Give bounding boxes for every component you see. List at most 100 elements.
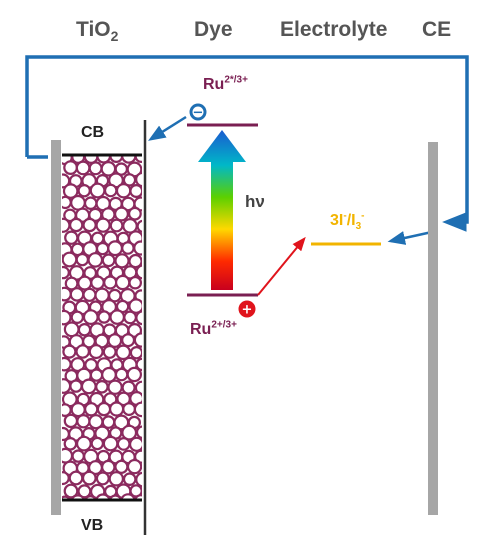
tio2-nanoparticle <box>123 310 138 325</box>
tio2-nanoparticle <box>129 346 142 360</box>
tio2-nanoparticle <box>135 310 142 326</box>
tio2-nanoparticle <box>77 183 91 198</box>
tio2-nanoparticle <box>80 378 97 395</box>
tio2-nanoparticle <box>95 241 110 256</box>
tio2-nanoparticle <box>134 380 142 396</box>
counter-electrode-bar <box>428 142 438 515</box>
tio2-nanoparticle <box>102 344 117 359</box>
tio2-nanoparticle <box>103 275 118 290</box>
tio2-nanoparticle <box>82 309 99 326</box>
tio2-nanoparticle <box>135 425 142 439</box>
tio2-nanoparticle <box>75 160 91 176</box>
tio2-nanoparticle <box>62 195 72 210</box>
tio2-nanoparticle <box>115 182 132 199</box>
tio2-nanoparticle <box>107 379 123 395</box>
electrolyte-header: Electrolyte <box>280 18 388 41</box>
tio2-nanoparticle <box>133 332 142 348</box>
tio2-nanoparticle <box>133 401 142 418</box>
tio2-nanoparticle <box>68 217 84 233</box>
redox-part1: 3I <box>330 212 344 229</box>
tio2-nanoparticle <box>128 253 142 269</box>
tio2-nanoparticle <box>83 155 99 164</box>
tio2-nanoparticle <box>122 402 137 417</box>
tio2-nanoparticle <box>87 252 104 268</box>
tio2-nanoparticle <box>63 483 79 499</box>
tio2-nanoparticle <box>102 435 119 452</box>
tio2-nanoparticle <box>62 183 79 199</box>
tio2-nanoparticle <box>69 379 83 393</box>
tio2-nanoparticle <box>128 275 142 290</box>
tio2-nanoparticle <box>83 402 99 417</box>
tio2-nanoparticle <box>135 357 142 372</box>
redox-couple-label: 3I-/I3- <box>330 210 365 233</box>
excitation-arrow <box>198 130 246 290</box>
excitation-label: hν <box>245 192 265 211</box>
dye-ground-base: Ru <box>190 321 212 338</box>
tio2-nanoparticle <box>109 218 124 233</box>
tio2-nanoparticle <box>82 287 97 302</box>
tio2-nanoparticle <box>76 414 91 429</box>
tio2-nanoparticle <box>135 264 142 280</box>
tio2-nanoparticle <box>122 472 137 486</box>
tio2-nanoparticle <box>62 344 77 359</box>
tio2-nanoparticle <box>62 265 70 280</box>
tio2-header-sub: 2 <box>110 28 119 45</box>
tio2-electrode-bar <box>51 140 61 515</box>
tio2-nanoparticle <box>101 459 116 475</box>
tio2-nanoparticle <box>128 298 142 314</box>
tio2-nanoparticle <box>101 253 116 268</box>
dye-header: Dye <box>194 18 233 41</box>
tio2-nanoparticle <box>75 435 92 452</box>
tio2-nanoparticle <box>88 161 103 176</box>
tio2-header: TiO2 <box>76 18 119 45</box>
electron-badge-inner <box>192 106 204 118</box>
tio2-nanoparticle <box>70 494 86 500</box>
tio2-nanoparticle <box>64 230 79 245</box>
dye-excited-sup: 2*/3+ <box>224 74 248 86</box>
tio2-nanoparticle <box>109 309 125 325</box>
tio2-nanoparticle <box>75 344 90 359</box>
tio2-nanoparticle <box>115 344 131 361</box>
redox-part2-sub: 3 <box>355 221 362 233</box>
tio2-nanoparticle <box>89 368 104 382</box>
tio2-nanoparticle <box>95 217 111 233</box>
tio2-nanoparticle <box>126 458 142 475</box>
tio2-nanoparticle <box>90 275 105 290</box>
tio2-nanoparticle <box>63 413 79 429</box>
tio2-nanoparticle <box>63 436 78 451</box>
electron-injection-arrow <box>148 115 187 141</box>
tio2-nanoparticle <box>69 287 85 302</box>
tio2-nanoparticle <box>135 471 142 488</box>
hole-symbol: + <box>242 303 253 318</box>
redox-part2-sup: - <box>361 210 365 222</box>
tio2-nanoparticle <box>71 449 85 463</box>
cb-label: CB <box>81 124 105 141</box>
redox-slash: /I <box>346 212 356 229</box>
tio2-nanoparticle <box>63 160 78 176</box>
tio2-nanoparticle <box>114 367 129 382</box>
dye-excited-level-label: Ru2*/3+ <box>203 74 248 94</box>
tio2-nanoparticle <box>62 251 78 268</box>
hole-badge <box>238 300 256 318</box>
tio2-nanoparticle <box>116 437 131 451</box>
vb-label: VB <box>81 517 104 534</box>
tio2-nanoparticle <box>63 321 80 338</box>
tio2-nanoparticle <box>83 495 97 500</box>
tio2-nanoparticle <box>135 171 142 188</box>
counter-electrode-to-redox-arrow <box>387 230 433 245</box>
tio2-nanoparticle <box>90 436 105 451</box>
tio2-nanoparticle <box>83 196 98 210</box>
tio2-nanoparticle <box>108 471 125 487</box>
tio2-nanoparticle <box>114 459 129 474</box>
dye-ground-level-label: Ru2+/3+ <box>190 319 237 339</box>
tio2-nanoparticle <box>126 366 142 383</box>
dye-ground-sup: 2+/3+ <box>211 319 237 331</box>
tio2-nanoparticle <box>70 310 85 324</box>
tio2-nanoparticle <box>81 470 97 486</box>
tio2-nanoparticle <box>127 206 142 221</box>
redox-part1-sup: - <box>343 210 347 222</box>
electron-symbol: − <box>193 106 204 121</box>
tio2-nanoparticle <box>88 344 104 360</box>
tio2-nanoparticle <box>82 217 97 233</box>
